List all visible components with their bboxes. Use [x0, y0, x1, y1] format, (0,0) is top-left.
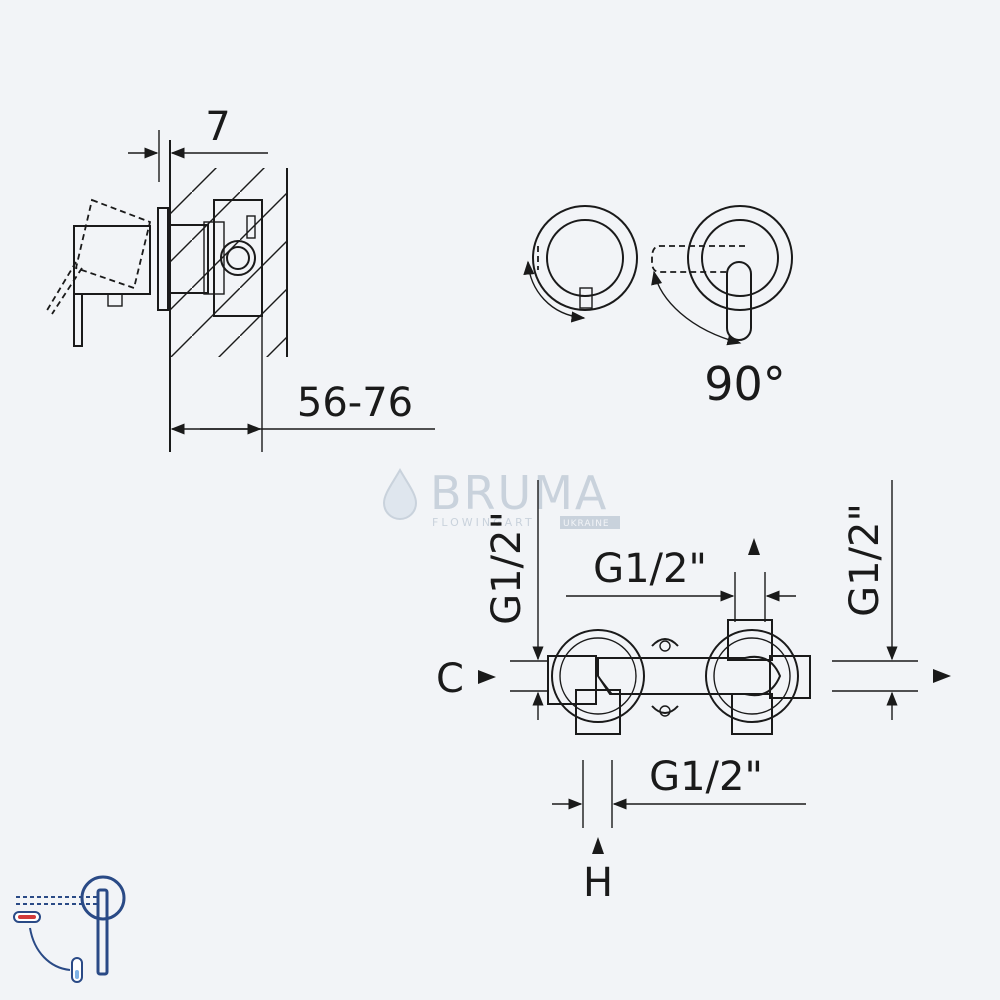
water-drop-icon [382, 467, 418, 520]
outlet-ring-outer [220, 240, 256, 276]
top-right-port [727, 619, 773, 661]
mixer-type-icon [13, 875, 126, 983]
side-view: 7 56-76 [45, 104, 435, 452]
right-outlet-port [769, 655, 811, 699]
brand-watermark: BRUMA FLOWINGART UKRAINE [382, 466, 620, 529]
icon-rotation-arc [29, 927, 71, 971]
lever-rotated-outline [45, 261, 77, 313]
right-outlet-arrow-icon [933, 669, 951, 683]
cartridge-sleeve [167, 224, 209, 294]
handle-rotated-outline [74, 198, 152, 290]
dim-left-label: G1/2" [484, 511, 530, 625]
outlet-ring-inner [226, 246, 250, 270]
lever-rotated-outline-2 [51, 267, 83, 315]
body-stub [246, 215, 256, 239]
handle-screw [107, 293, 123, 307]
watermark-tag-bg [560, 516, 620, 529]
hot-thermometer-fill [18, 915, 36, 919]
lever-rotated-dashed [651, 245, 745, 273]
rotation-arrow-left [523, 260, 586, 323]
body-rosette-left [551, 629, 645, 723]
rosette-left-outer [532, 205, 638, 311]
rosette-left-lever [579, 287, 593, 309]
bottom-right-port [731, 693, 773, 735]
rosette-right-inner [701, 219, 779, 297]
bottom-left-port [575, 689, 621, 735]
icon-lever [96, 888, 109, 976]
front-view: 90° [523, 205, 793, 411]
concealed-body [213, 199, 263, 317]
body-neck [203, 221, 225, 295]
handle-bevel [597, 675, 613, 695]
dim-top-label: G1/2" [593, 546, 707, 592]
handle-body [73, 225, 151, 295]
dim-bottom-label: G1/2" [649, 754, 763, 800]
rosette-left-inner [546, 219, 624, 297]
rosette-right-outer [687, 205, 793, 311]
watermark-sub: FLOWINGART [432, 516, 535, 529]
body-rosette-right-inner [713, 637, 791, 715]
bridge-top-hole [659, 640, 671, 652]
body-rosette-left-inner [559, 637, 637, 715]
angle-label: 90° [704, 357, 786, 411]
bridge-bottom [651, 705, 679, 714]
rotation-arrow-right [651, 270, 742, 346]
top-outlet-arrow-icon [748, 538, 760, 555]
hot-inlet-arrow-icon [592, 837, 604, 854]
body-view: G1/2" C G1/2" G [436, 480, 951, 906]
cold-inlet-arrow-icon [478, 670, 496, 684]
watermark-tag: UKRAINE [563, 519, 610, 529]
lever-down [726, 261, 752, 341]
dim-56-76-label: 56-76 [297, 380, 413, 426]
escutcheon-plate [157, 207, 169, 311]
cold-thermometer-fill [75, 970, 79, 979]
dim-right-label: G1/2" [842, 503, 888, 617]
left-inlet-port [547, 655, 597, 705]
cold-inlet-label: C [436, 656, 464, 702]
bridge-bottom-hole [659, 705, 671, 717]
hot-inlet-label: H [583, 860, 613, 906]
mixer-handle-body [597, 655, 782, 697]
handle-lever [73, 293, 83, 347]
bridge-top [651, 638, 679, 647]
body-rosette-right [705, 629, 799, 723]
watermark-brand: BRUMA [430, 466, 608, 520]
dim-7-label: 7 [205, 104, 230, 150]
